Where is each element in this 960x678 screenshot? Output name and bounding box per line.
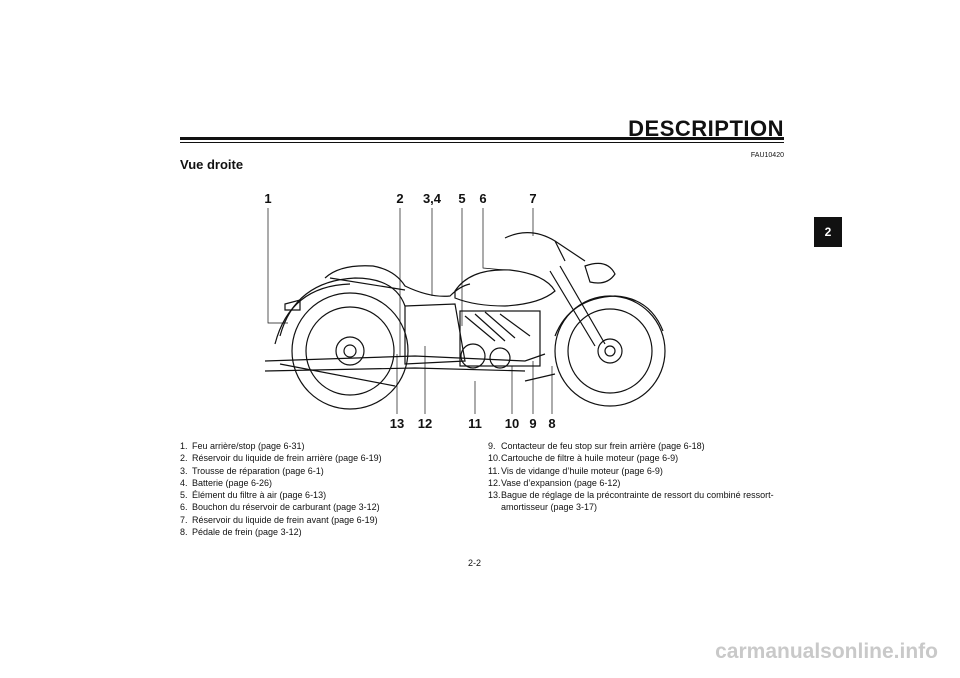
legend-item: 13.Bague de réglage de la précontrainte … xyxy=(488,490,774,513)
legend-item: 5.Élément du filtre à air (page 6-13) xyxy=(180,490,327,501)
legend-item: 8.Pédale de frein (page 3-12) xyxy=(180,527,302,538)
page-number: 2-2 xyxy=(468,558,482,568)
callout-11: 11 xyxy=(468,416,482,431)
legend-item: 12.Vase d’expansion (page 6-12) xyxy=(488,477,621,488)
legend-item: 11.Vis de vidange d’huile moteur (page 6… xyxy=(488,465,663,476)
callout-10: 10 xyxy=(505,416,519,431)
callout-8: 8 xyxy=(548,416,555,431)
legend-item: 10.Cartouche de filtre à huile moteur (p… xyxy=(488,453,679,464)
page-header-title: DESCRIPTION xyxy=(628,116,784,141)
watermark[interactable]: carmanualsonline.info xyxy=(715,640,938,663)
legend-item: 3.Trousse de réparation (page 6-1) xyxy=(180,465,324,476)
legend-item: 4.Batterie (page 6-26) xyxy=(180,477,273,488)
callout-6: 6 xyxy=(479,191,486,206)
callout-9: 9 xyxy=(529,416,536,431)
legend-right-column: 9.Contacteur de feu stop sur frein arriè… xyxy=(488,440,788,514)
callout-13: 13 xyxy=(390,416,404,431)
legend-item: 7.Réservoir du liquide de frein avant (p… xyxy=(180,514,378,525)
legend-item: 9.Contacteur de feu stop sur frein arriè… xyxy=(488,441,705,451)
legend-item: 6.Bouchon du réservoir de carburant (pag… xyxy=(180,502,380,513)
callout-3-4: 3,4 xyxy=(423,191,442,206)
legend-item: 2.Réservoir du liquide de frein arrière … xyxy=(180,453,382,464)
legend-item: 1.Feu arrière/stop (page 6-31) xyxy=(180,441,305,451)
motorcycle-illustration: 1 2 3,4 5 6 7 13 12 11 10 9 8 xyxy=(264,191,666,431)
chapter-tab[interactable]: 2 xyxy=(814,217,842,247)
header-rule-thick xyxy=(180,137,784,140)
callout-2: 2 xyxy=(396,191,403,206)
legend-left-column: 1.Feu arrière/stop (page 6-31) 2.Réservo… xyxy=(180,440,470,538)
section-title: Vue droite xyxy=(180,157,244,172)
header-rule-thin xyxy=(180,142,784,143)
callout-12: 12 xyxy=(418,416,432,431)
callout-1: 1 xyxy=(264,191,271,206)
callout-7: 7 xyxy=(529,191,536,206)
callout-5: 5 xyxy=(458,191,465,206)
document-code: FAU10420 xyxy=(750,152,784,159)
